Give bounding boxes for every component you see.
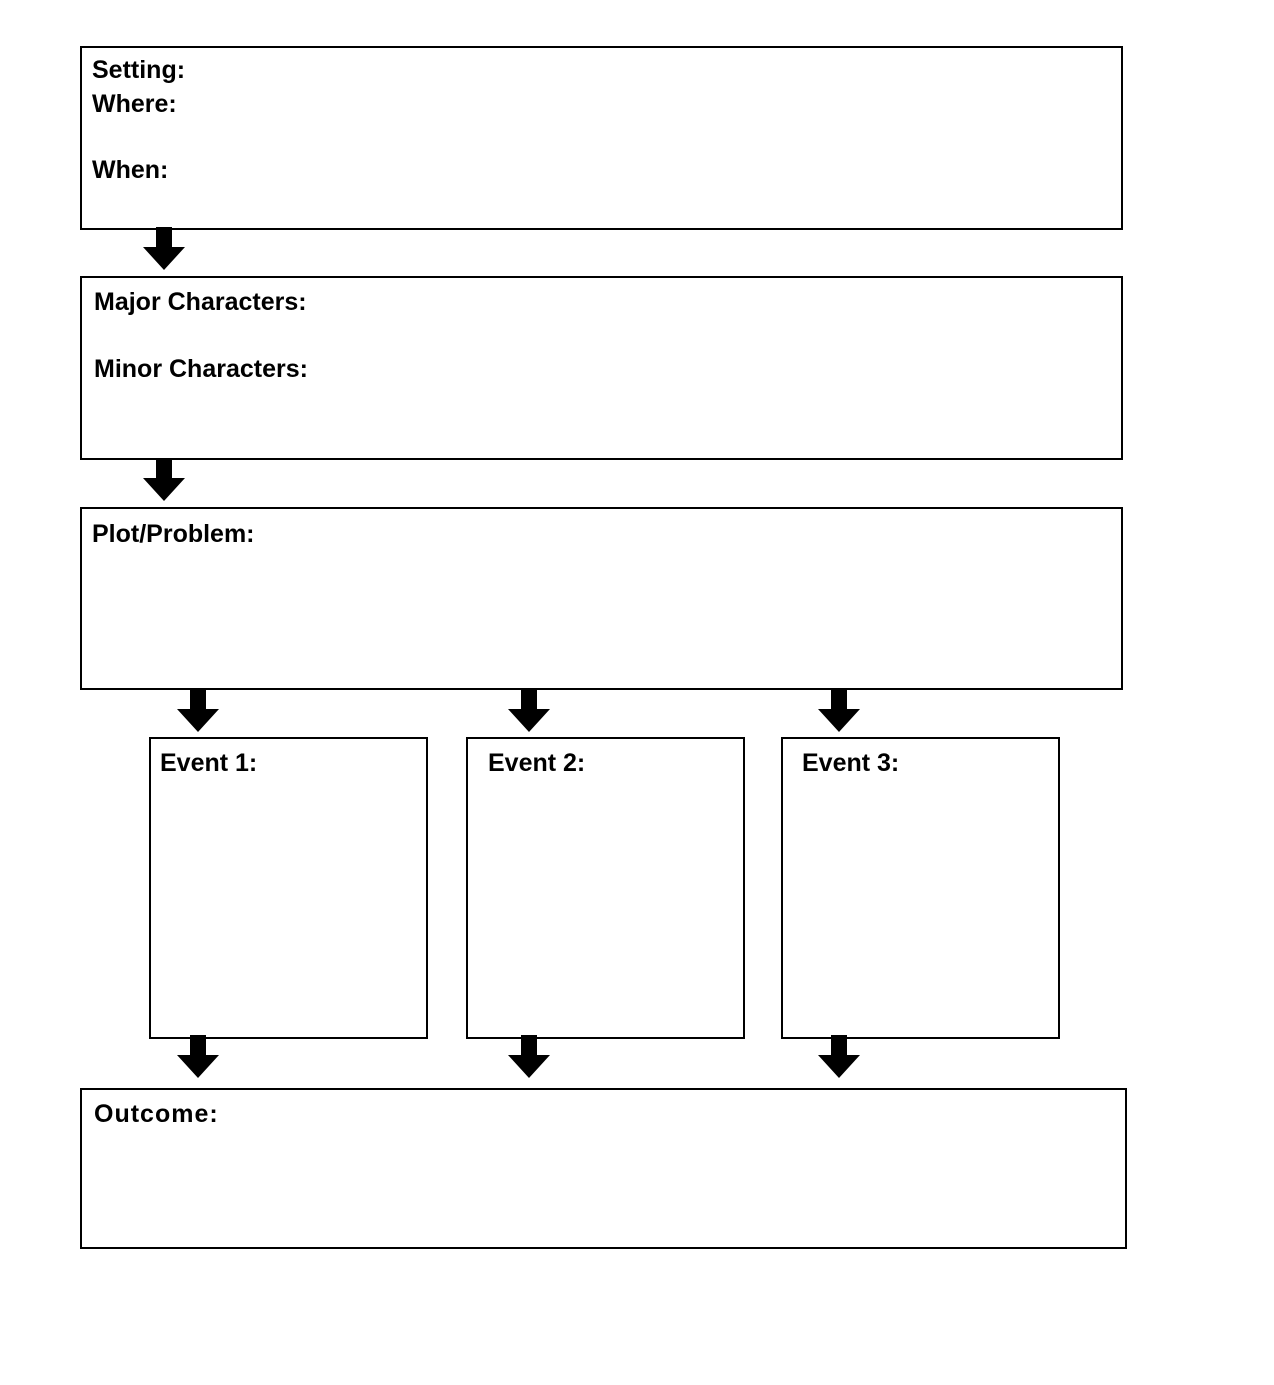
arrow-down-icon (507, 1035, 551, 1079)
arrow-down-icon (817, 689, 861, 733)
major-characters-label: Major Characters: (94, 288, 307, 316)
outcome-box: Outcome: (80, 1088, 1127, 1249)
arrow-down-icon (142, 458, 186, 502)
plot-box: Plot/Problem: (80, 507, 1123, 690)
arrow-down-icon (142, 227, 186, 271)
characters-box: Major Characters: Minor Characters: (80, 276, 1123, 460)
when-label: When: (92, 156, 169, 184)
arrow-down-icon (507, 689, 551, 733)
arrow-down-icon (176, 1035, 220, 1079)
event-3-box: Event 3: (781, 737, 1060, 1039)
minor-characters-label: Minor Characters: (94, 355, 308, 383)
event-2-label: Event 2: (488, 749, 586, 777)
where-label: Where: (92, 90, 177, 118)
setting-label: Setting: (92, 56, 186, 84)
outcome-label: Outcome: (94, 1100, 219, 1128)
event-1-label: Event 1: (160, 749, 258, 777)
event-1-box: Event 1: (149, 737, 428, 1039)
arrow-down-icon (817, 1035, 861, 1079)
plot-problem-label: Plot/Problem: (92, 520, 255, 548)
event-3-label: Event 3: (802, 749, 900, 777)
event-2-box: Event 2: (466, 737, 745, 1039)
arrow-down-icon (176, 689, 220, 733)
setting-box: Setting: Where: When: (80, 46, 1123, 230)
